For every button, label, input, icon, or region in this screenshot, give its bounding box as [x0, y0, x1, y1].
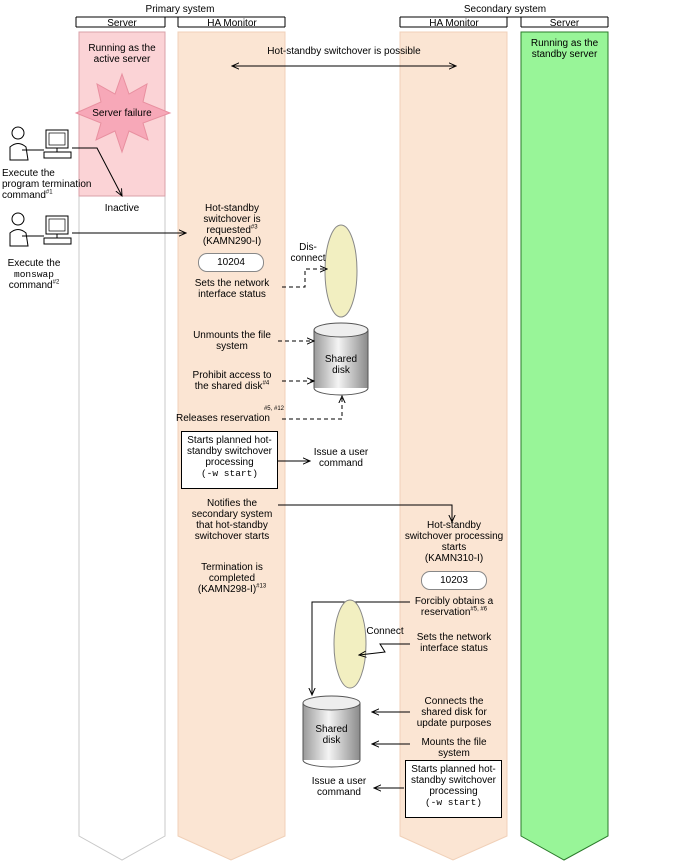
- primary-server-header: Server: [107, 18, 137, 29]
- secondary-network-ellipse: [333, 599, 367, 689]
- server-failure-burst: [74, 72, 172, 154]
- secondary-ha-lane: [399, 31, 508, 861]
- secondary-message-code: 10203: [421, 571, 487, 590]
- termination-command-arrow: [72, 147, 122, 196]
- notifies-text: Notifies the secondary system that hot-s…: [191, 498, 273, 542]
- connect-label: Connect: [366, 626, 404, 637]
- standby-server-lane: [520, 31, 609, 861]
- connect-arrow: [359, 643, 410, 655]
- secondary-system-title: Secondary system: [463, 4, 547, 15]
- secondary-system-header: [399, 16, 609, 28]
- termination-text: Termination is completed (KAMN298-I)#13: [197, 562, 267, 595]
- secondary-server-header: Server: [549, 18, 580, 29]
- secondary-ha-header: HA Monitor: [429, 18, 479, 29]
- switchover-requested-text: Hot-standby switchover is requested#3 (K…: [202, 203, 262, 247]
- prohibit-access-text: Prohibit access to the shared disk#4: [192, 370, 272, 392]
- disconnect-label: Dis-connect: [290, 242, 326, 264]
- primary-message-code: 10204: [198, 253, 264, 272]
- notify-arrow: [278, 504, 452, 522]
- reservation-arrow: [312, 601, 410, 695]
- operator-2-label: Execute the monswap command#2: [7, 258, 61, 291]
- releases-note: #5, #12: [263, 406, 284, 412]
- secondary-shared-disk-cylinder: [302, 695, 361, 768]
- primary-shared-disk-cylinder: [313, 322, 369, 396]
- secondary-planned-switchover-box: Starts planned hot- standby switchover p…: [405, 760, 502, 818]
- primary-ha-header: HA Monitor: [207, 18, 257, 29]
- forcibly-obtains-text: Forcibly obtains a reservation#5, #6: [414, 596, 494, 618]
- switchover-possible-label: Hot-standby switchover is possible: [267, 46, 421, 57]
- primary-planned-switchover-box: Starts planned hot- standby switchover p…: [181, 431, 278, 489]
- server-failure-label: Server failure: [92, 108, 152, 119]
- operator-1-label: Execute the program termination command#…: [2, 168, 92, 201]
- operator-1-icon: [9, 126, 72, 161]
- disconnect-arrow: [282, 269, 327, 288]
- primary-network-ellipse: [324, 224, 358, 318]
- connects-shared-disk-text: Connects the shared disk for update purp…: [416, 696, 492, 729]
- inactive-label: Inactive: [104, 203, 140, 214]
- primary-system-title: Primary system: [145, 4, 215, 15]
- releases-reservation-text: Releases reservation: [176, 413, 270, 424]
- operator-2-icon: [9, 212, 72, 247]
- secondary-starts-text: Hot-standby switchover processing starts…: [404, 520, 504, 564]
- release-arrow: [282, 396, 342, 420]
- primary-system-header: [75, 16, 286, 28]
